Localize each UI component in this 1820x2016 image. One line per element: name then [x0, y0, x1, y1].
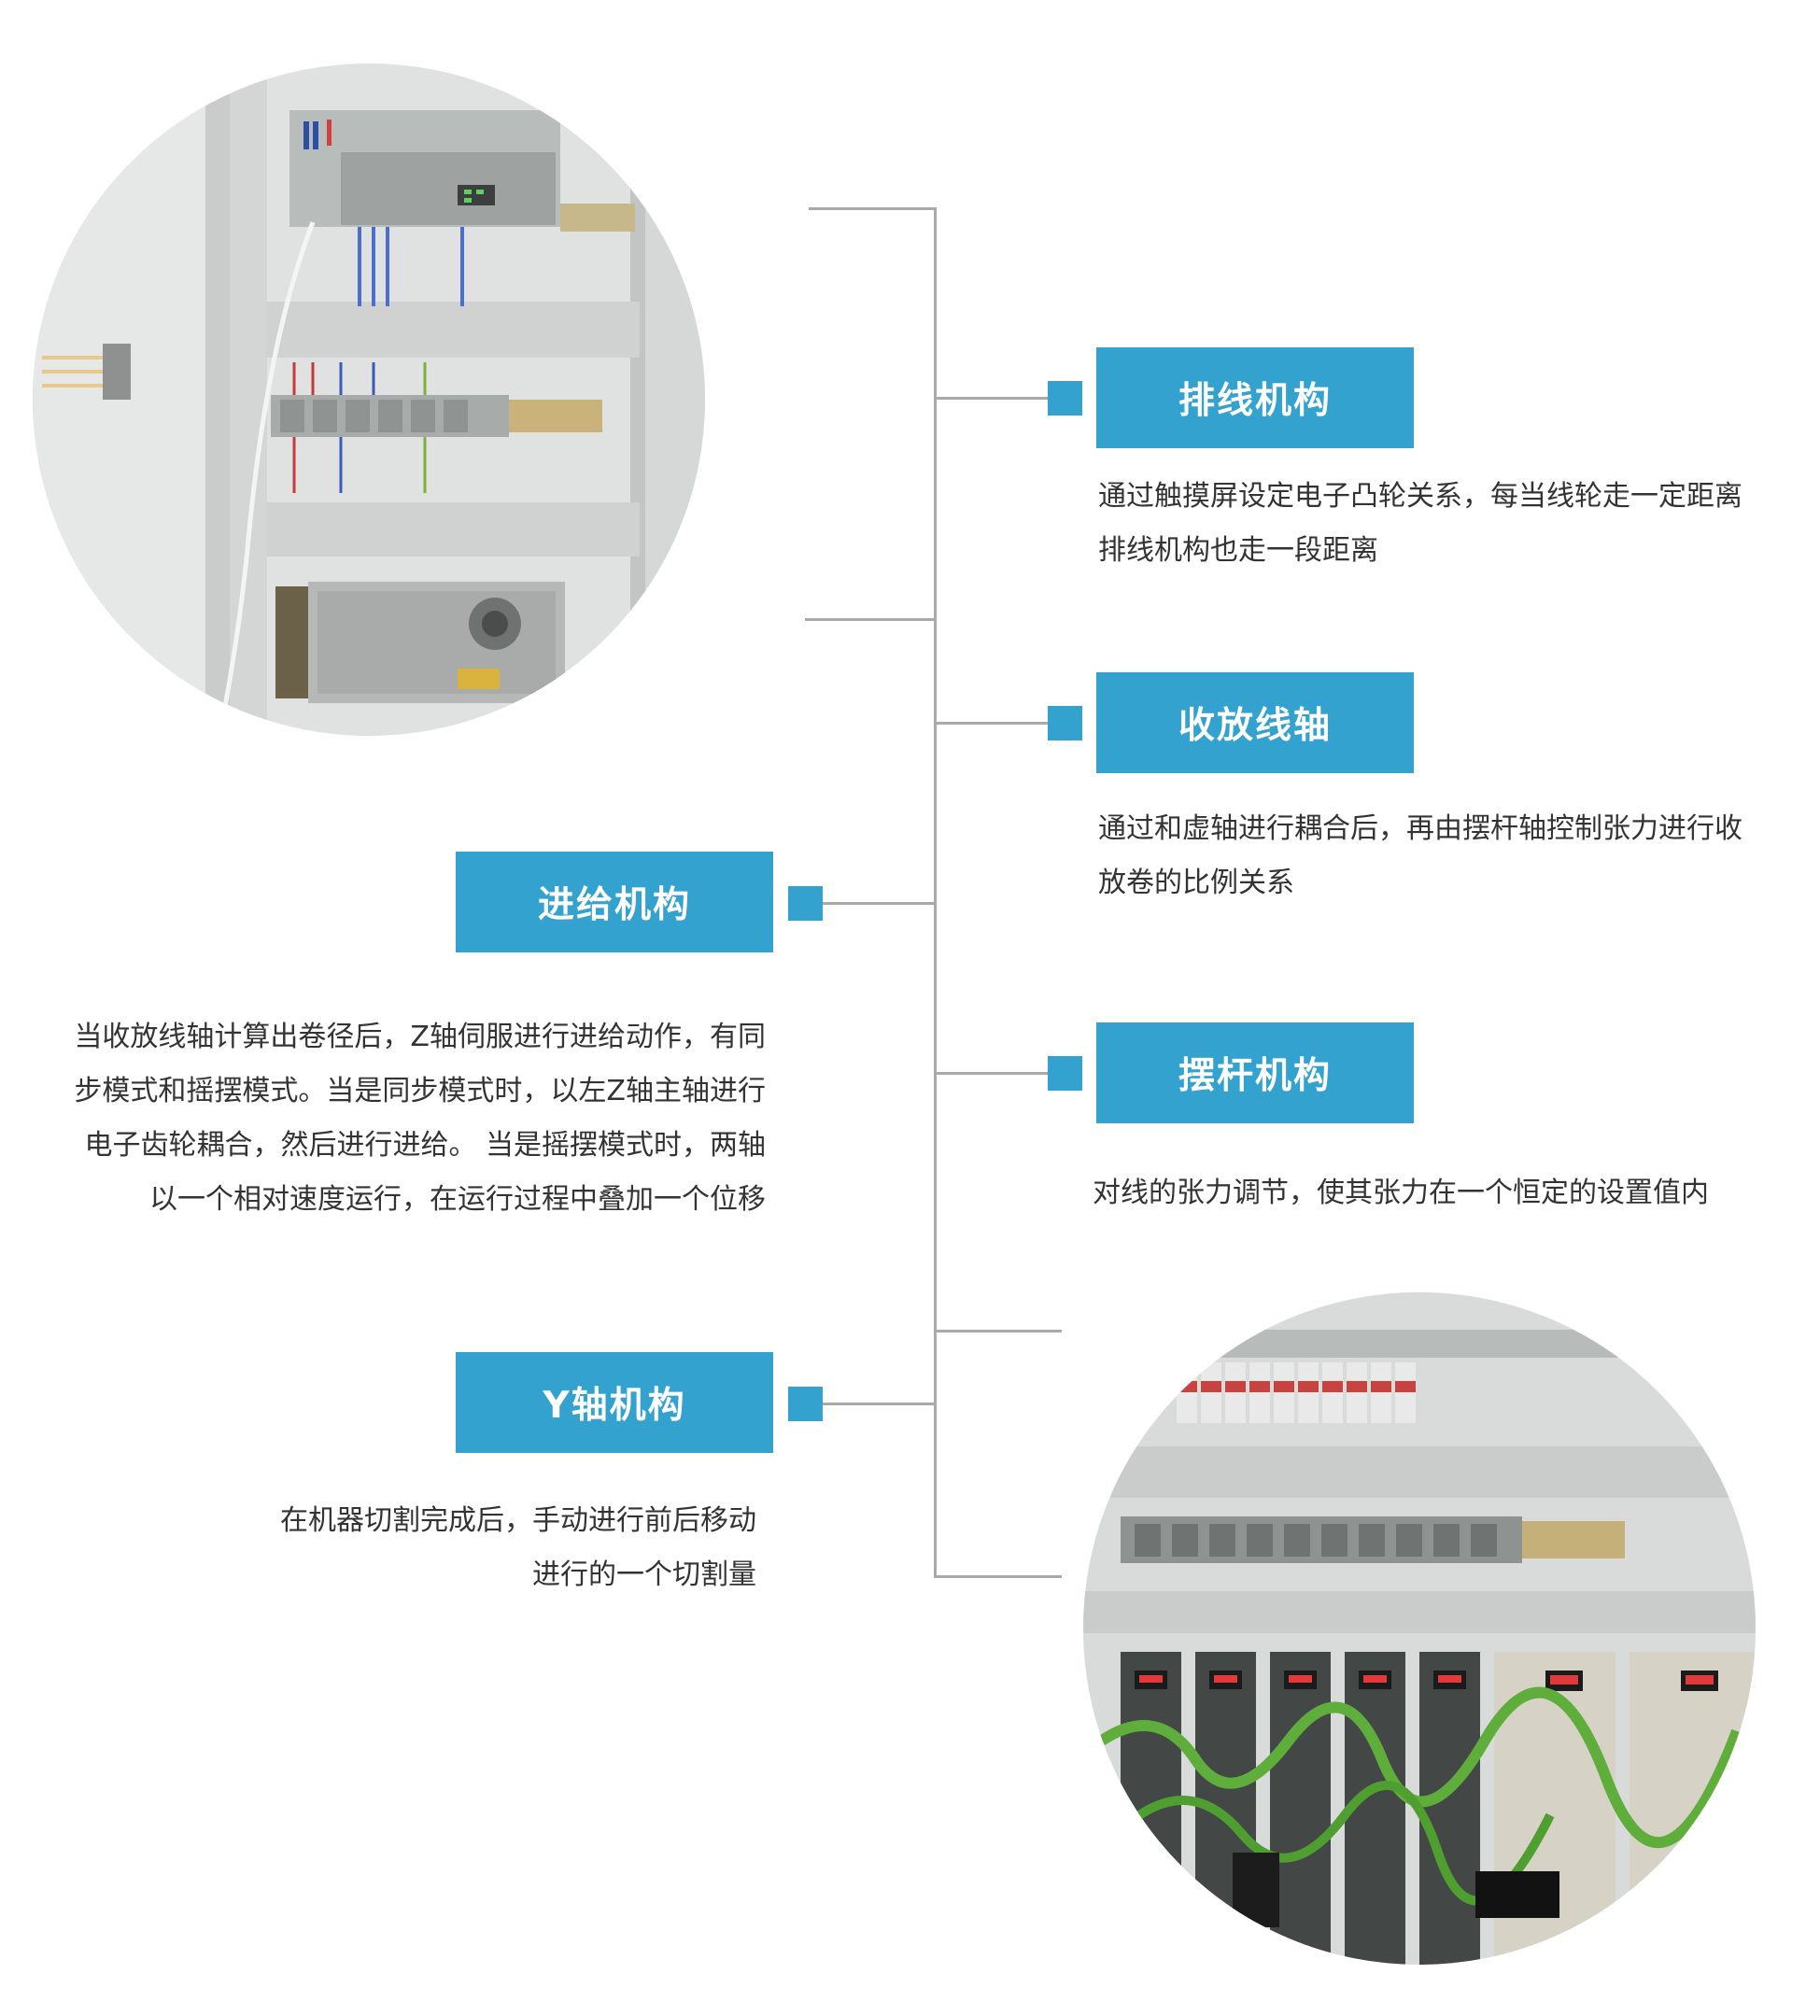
- connector-line-module-3: [822, 902, 937, 905]
- marker-square-module-2: [1048, 706, 1082, 740]
- connector-line-module-4: [934, 1072, 1049, 1075]
- control-cabinet-photo-top: [33, 63, 705, 736]
- module-title-feed-mechanism: 进给机构: [456, 852, 773, 952]
- description-line: 通过和虚轴进行耦合后，再由摆杆轴控制张力进行收: [1098, 812, 1742, 845]
- marker-square-module-3: [788, 886, 823, 921]
- cabinet-illustration-bottom: [1083, 1292, 1756, 1965]
- description-line: 进行的一个切割量: [532, 1558, 756, 1591]
- module-title-text: 排线机构: [1178, 380, 1332, 422]
- module-title-cable-arrangement: 排线机构: [1096, 347, 1414, 448]
- module-title-text: 收放线轴: [1178, 705, 1332, 747]
- description-line: 通过触摸屏设定电子凸轮关系，每当线轮走一定距离: [1098, 480, 1742, 513]
- servo-cabinet-photo-bottom: [1083, 1292, 1756, 1965]
- vertical-trunk-line: [934, 207, 937, 1578]
- description-line: 电子齿轮耦合，然后进行进给。 当是摇摆模式时，两轴: [84, 1129, 766, 1162]
- description-line: 步模式和摇摆模式。当是同步模式时，以左Z轴主轴进行: [74, 1075, 766, 1107]
- description-line: 在机器切割完成后，手动进行前后移动: [280, 1504, 756, 1537]
- description-line: 放卷的比例关系: [1098, 867, 1294, 899]
- marker-square-module-1: [1048, 381, 1082, 416]
- module-title-swing-arm: 摆杆机构: [1096, 1022, 1414, 1123]
- description-line: 当收放线轴计算出卷径后，Z轴伺服进行进给动作，有同: [74, 1021, 766, 1053]
- module-title-text: Y轴机构: [543, 1385, 686, 1427]
- module-description-winding-shaft: 通过和虚轴进行耦合后，再由摆杆轴控制张力进行收 放卷的比例关系: [1098, 802, 1742, 910]
- connector-line-module-2: [934, 722, 1049, 725]
- branch-line-top-photo-top: [809, 207, 937, 210]
- module-title-text: 摆杆机构: [1178, 1055, 1332, 1097]
- branch-line-bottom-photo-bottom: [934, 1575, 1062, 1578]
- description-line: 以一个相对速度运行，在运行过程中叠加一个位移: [149, 1183, 766, 1216]
- module-title-y-axis: Y轴机构: [456, 1352, 773, 1453]
- module-title-text: 进给机构: [537, 884, 691, 926]
- module-description-swing-arm: 对线的张力调节，使其张力在一个恒定的设置值内: [1093, 1166, 1709, 1220]
- cabinet-illustration-top: [33, 63, 705, 736]
- branch-line-bottom-photo-top: [934, 1330, 1062, 1332]
- description-line: 排线机构也走一段距离: [1098, 534, 1378, 567]
- connector-line-module-5: [822, 1403, 937, 1405]
- module-title-winding-shaft: 收放线轴: [1096, 672, 1414, 773]
- description-line: 对线的张力调节，使其张力在一个恒定的设置值内: [1093, 1177, 1709, 1209]
- marker-square-module-4: [1048, 1056, 1082, 1091]
- connector-line-module-1: [934, 397, 1049, 400]
- marker-square-module-5: [788, 1387, 823, 1421]
- module-description-cable-arrangement: 通过触摸屏设定电子凸轮关系，每当线轮走一定距离 排线机构也走一段距离: [1098, 470, 1742, 578]
- module-description-y-axis: 在机器切割完成后，手动进行前后移动 进行的一个切割量: [280, 1494, 756, 1602]
- module-description-feed-mechanism: 当收放线轴计算出卷径后，Z轴伺服进行进给动作，有同 步模式和摇摆模式。当是同步模…: [74, 1010, 766, 1227]
- branch-line-top-photo-bottom: [805, 618, 937, 621]
